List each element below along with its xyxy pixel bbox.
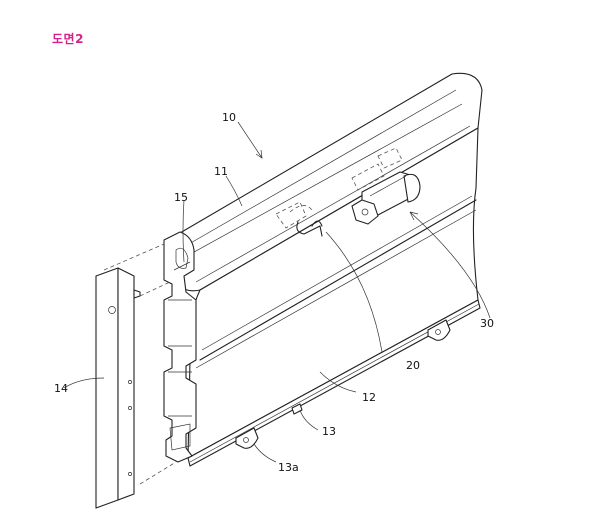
label-20: 20 xyxy=(406,360,420,371)
label-13: 13 xyxy=(322,426,336,437)
label-11: 11 xyxy=(214,166,228,177)
label-10: 10 xyxy=(222,112,236,123)
label-12: 12 xyxy=(362,392,376,403)
label-13a: 13a xyxy=(278,462,299,473)
label-30: 30 xyxy=(480,318,494,329)
label-14: 14 xyxy=(54,383,68,394)
side-bracket xyxy=(96,268,140,508)
label-15: 15 xyxy=(174,192,188,203)
profile-end-section xyxy=(164,232,196,462)
